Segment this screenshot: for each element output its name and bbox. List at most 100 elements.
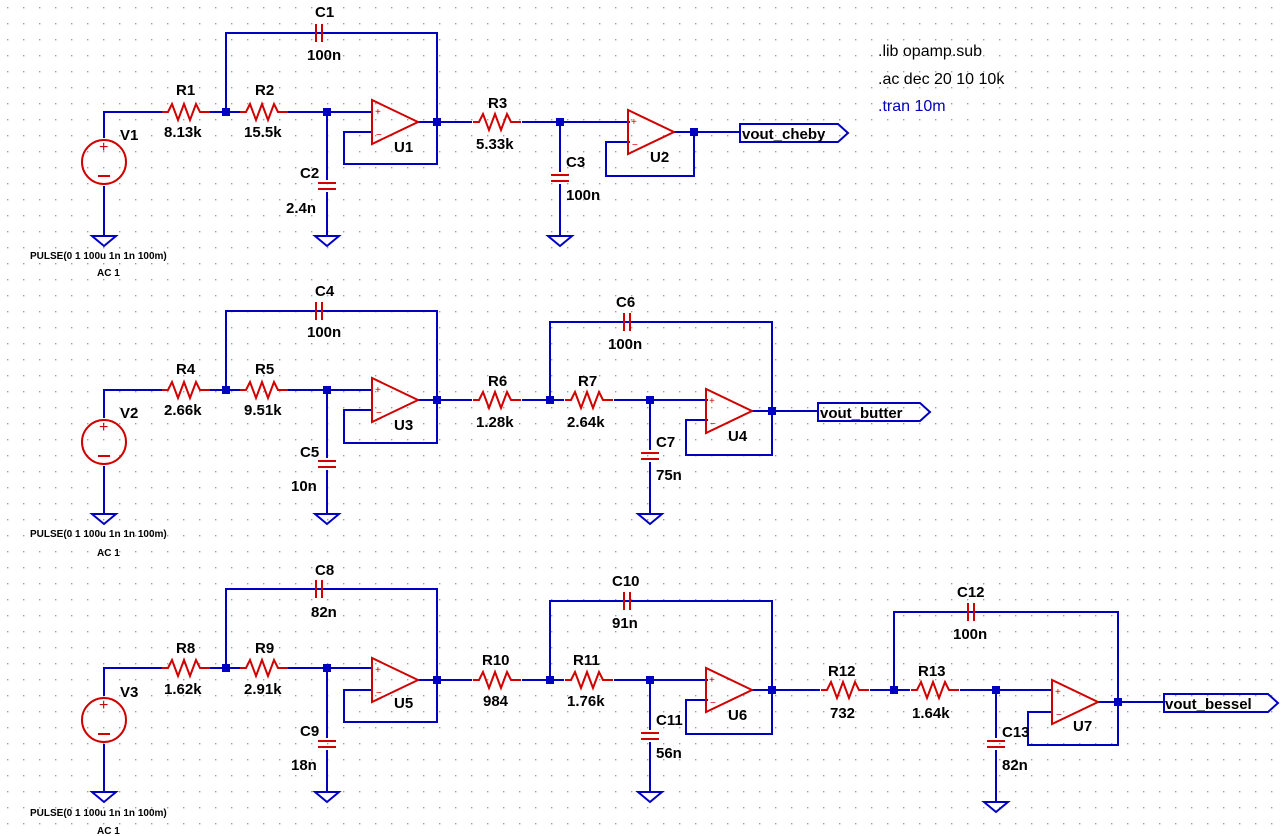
resistor-name: R3 (488, 95, 507, 112)
resistor-value: 1.64k (912, 705, 950, 722)
resistor-value: 8.13k (164, 124, 202, 141)
svg-text:−: − (376, 688, 382, 699)
spice-directive-ac[interactable]: .ac dec 20 10 10k (878, 71, 1005, 88)
spice-directive-lib[interactable]: .lib opamp.sub (878, 43, 982, 60)
capacitor-c5[interactable] (318, 460, 336, 468)
resistor-name: R1 (176, 82, 195, 99)
svg-text:+: + (1055, 687, 1061, 698)
stage-bessel (103, 588, 1164, 802)
capacitor-value: 56n (656, 745, 682, 762)
net-flag-vout-cheby[interactable]: vout_cheby (739, 123, 850, 143)
resistor-value: 5.33k (476, 136, 514, 153)
svg-text:+: + (375, 385, 381, 396)
resistor-name: R10 (482, 652, 510, 669)
capacitor-value: 100n (566, 187, 600, 204)
source-v3[interactable]: + (81, 697, 127, 743)
opamp-u3[interactable]: +− (371, 376, 421, 424)
resistor-value: 1.28k (476, 414, 514, 431)
capacitor-name: C9 (300, 723, 319, 740)
resistor-name: R11 (573, 652, 600, 669)
capacitor-value: 100n (307, 324, 341, 341)
opamp-name: U4 (728, 428, 748, 445)
opamp-name: U1 (394, 139, 413, 156)
capacitor-name: C7 (656, 434, 675, 451)
capacitor-name: C4 (315, 283, 335, 300)
capacitor-name: C6 (616, 294, 635, 311)
capacitor-c8[interactable] (315, 580, 323, 598)
capacitor-c2[interactable] (318, 182, 336, 190)
opamp-name: U5 (394, 695, 413, 712)
capacitor-name: C12 (957, 584, 985, 601)
capacitor-c12[interactable] (967, 603, 975, 621)
capacitor-value: 75n (656, 467, 682, 484)
ground-symbols (89, 235, 1011, 814)
resistor-value: 9.51k (244, 402, 282, 419)
source-ac: AC 1 (97, 268, 120, 279)
svg-text:−: − (710, 698, 716, 709)
resistor-name: R2 (255, 82, 274, 99)
source-v1[interactable]: + (81, 139, 127, 185)
opamp-u5[interactable]: +− (371, 656, 421, 704)
capacitor-value: 10n (291, 478, 317, 495)
resistor-name: R13 (918, 663, 946, 680)
svg-text:+: + (375, 107, 381, 118)
capacitor-name: C3 (566, 154, 585, 171)
capacitor-c6[interactable] (623, 313, 631, 331)
svg-text:−: − (710, 419, 716, 430)
capacitor-c3[interactable] (551, 174, 569, 182)
capacitor-value: 100n (307, 47, 341, 64)
capacitor-c4[interactable] (315, 302, 323, 320)
capacitor-c1[interactable] (310, 24, 328, 42)
capacitor-c10[interactable] (623, 592, 631, 610)
resistor-value: 2.66k (164, 402, 202, 419)
svg-text:+: + (709, 675, 715, 686)
capacitor-value: 82n (1002, 757, 1028, 774)
net-flag-label: vout_bessel (1165, 696, 1252, 713)
capacitor-c7[interactable] (641, 452, 659, 460)
source-spec: PULSE(0 1 100u 1n 1n 100m) (30, 808, 167, 819)
capacitor-c9[interactable] (318, 740, 336, 748)
net-flag-label: vout_cheby (742, 126, 826, 143)
resistor-name: R4 (176, 361, 196, 378)
opamp-u1[interactable]: +− (371, 98, 421, 146)
capacitor-c11[interactable] (641, 732, 659, 740)
opamp-u6[interactable]: +− (705, 666, 755, 714)
net-flag-vout-butter[interactable]: vout_butter (817, 402, 932, 422)
opamp-u4[interactable]: +− (705, 387, 755, 435)
opamp-u7[interactable]: +− (1051, 678, 1101, 726)
resistor-name: R9 (255, 640, 274, 657)
capacitor-name: C5 (300, 444, 319, 461)
resistor-name: R6 (488, 373, 507, 390)
resistor-name: R7 (578, 373, 597, 390)
resistor-value: 732 (830, 705, 855, 722)
resistor-value: 984 (483, 693, 509, 710)
opamp-name: U2 (650, 149, 669, 166)
svg-text:−: − (376, 408, 382, 419)
source-name: V2 (120, 405, 138, 422)
net-flag-vout-bessel[interactable]: vout_bessel (1163, 693, 1280, 713)
spice-directive-tran[interactable]: .tran 10m (878, 98, 946, 115)
svg-text:+: + (99, 139, 108, 156)
svg-text:−: − (1056, 710, 1062, 721)
capacitor-name: C1 (315, 4, 334, 21)
svg-text:+: + (375, 665, 381, 676)
capacitor-c13[interactable] (987, 740, 1005, 748)
capacitor-value: 100n (608, 336, 642, 353)
source-v2[interactable]: + (81, 419, 127, 465)
capacitor-value: 100n (953, 626, 987, 643)
opamp-name: U7 (1073, 718, 1092, 735)
svg-text:+: + (99, 419, 108, 436)
resistor-name: R12 (828, 663, 856, 680)
capacitor-name: C2 (300, 165, 319, 182)
svg-text:−: − (632, 140, 638, 151)
opamp-u2[interactable]: +− (627, 108, 677, 156)
resistor-name: R8 (176, 640, 195, 657)
stage-cheby (103, 32, 740, 236)
capacitor-name: C10 (612, 573, 640, 590)
svg-text:+: + (709, 396, 715, 407)
capacitor-value: 18n (291, 757, 317, 774)
svg-text:−: − (376, 130, 382, 141)
opamp-name: U6 (728, 707, 747, 724)
